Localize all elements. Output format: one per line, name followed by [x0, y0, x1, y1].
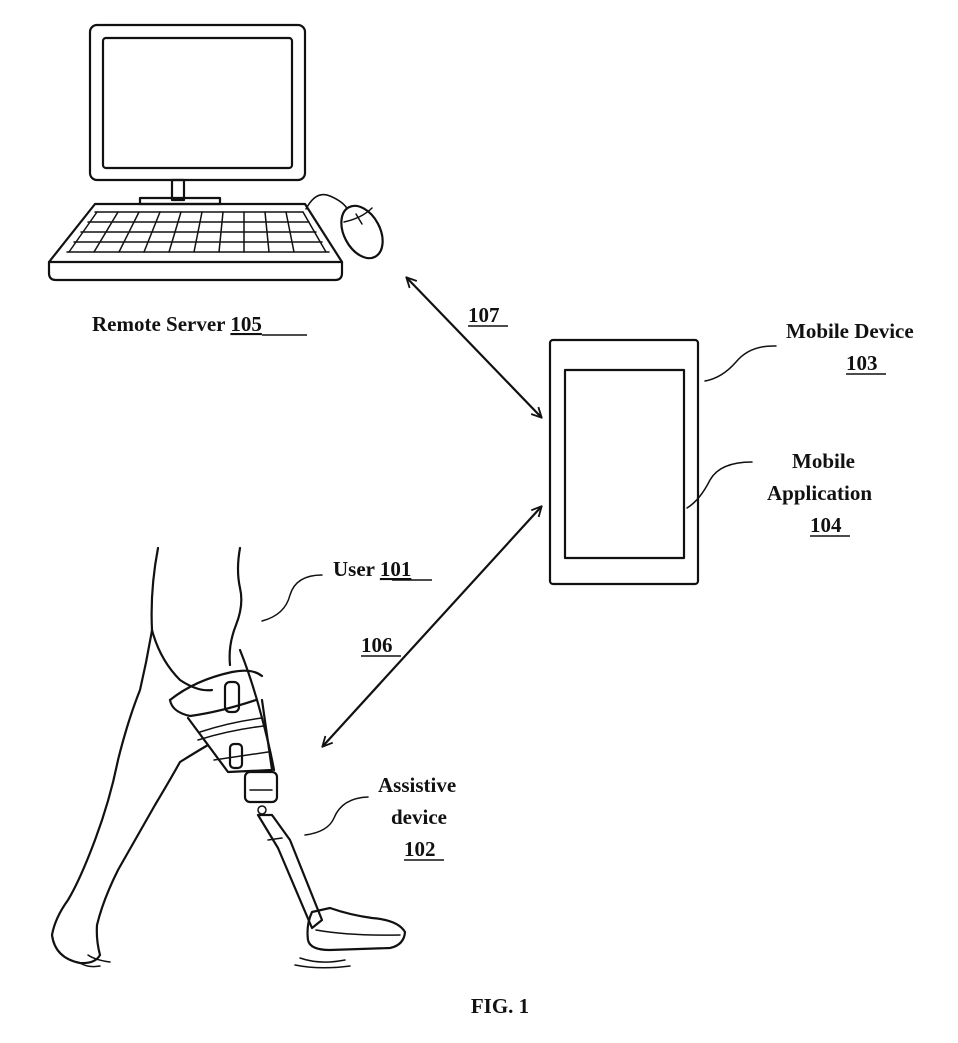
user-leader: [262, 575, 322, 621]
mobile-application-label-line2: Application: [767, 481, 872, 505]
link-107-arrow: [407, 278, 541, 417]
mobile-application-label-line1: Mobile: [792, 449, 855, 473]
user-ref: 101: [380, 557, 412, 581]
remote-server-computer-icon: [49, 25, 391, 280]
mobile-application-ref: 104: [810, 513, 842, 537]
link-106-arrow: [323, 507, 541, 746]
mobile-device-ref: 103: [846, 351, 878, 375]
remote-server-ref: 105: [230, 312, 262, 336]
mobile-device-leader: [705, 346, 776, 381]
assistive-device-ref: 102: [404, 837, 436, 861]
link-106-label: 106: [361, 633, 393, 657]
figure-caption: FIG. 1: [471, 994, 529, 1018]
mobile-application-leader: [687, 462, 752, 508]
mobile-device-icon: [550, 340, 698, 584]
keyboard: [49, 204, 342, 280]
mobile-device-label: Mobile Device: [786, 319, 914, 343]
assistive-device-label-line1: Assistive: [378, 773, 456, 797]
monitor: [90, 25, 305, 204]
user-legs-illustration: [52, 548, 405, 968]
user-label: User 101: [333, 557, 411, 581]
remote-server-label: Remote Server 105: [92, 312, 262, 336]
mouse: [306, 195, 391, 266]
link-107-label: 107: [468, 303, 500, 327]
assistive-device-label-line2: device: [391, 805, 447, 829]
assistive-device-leader: [305, 797, 368, 835]
